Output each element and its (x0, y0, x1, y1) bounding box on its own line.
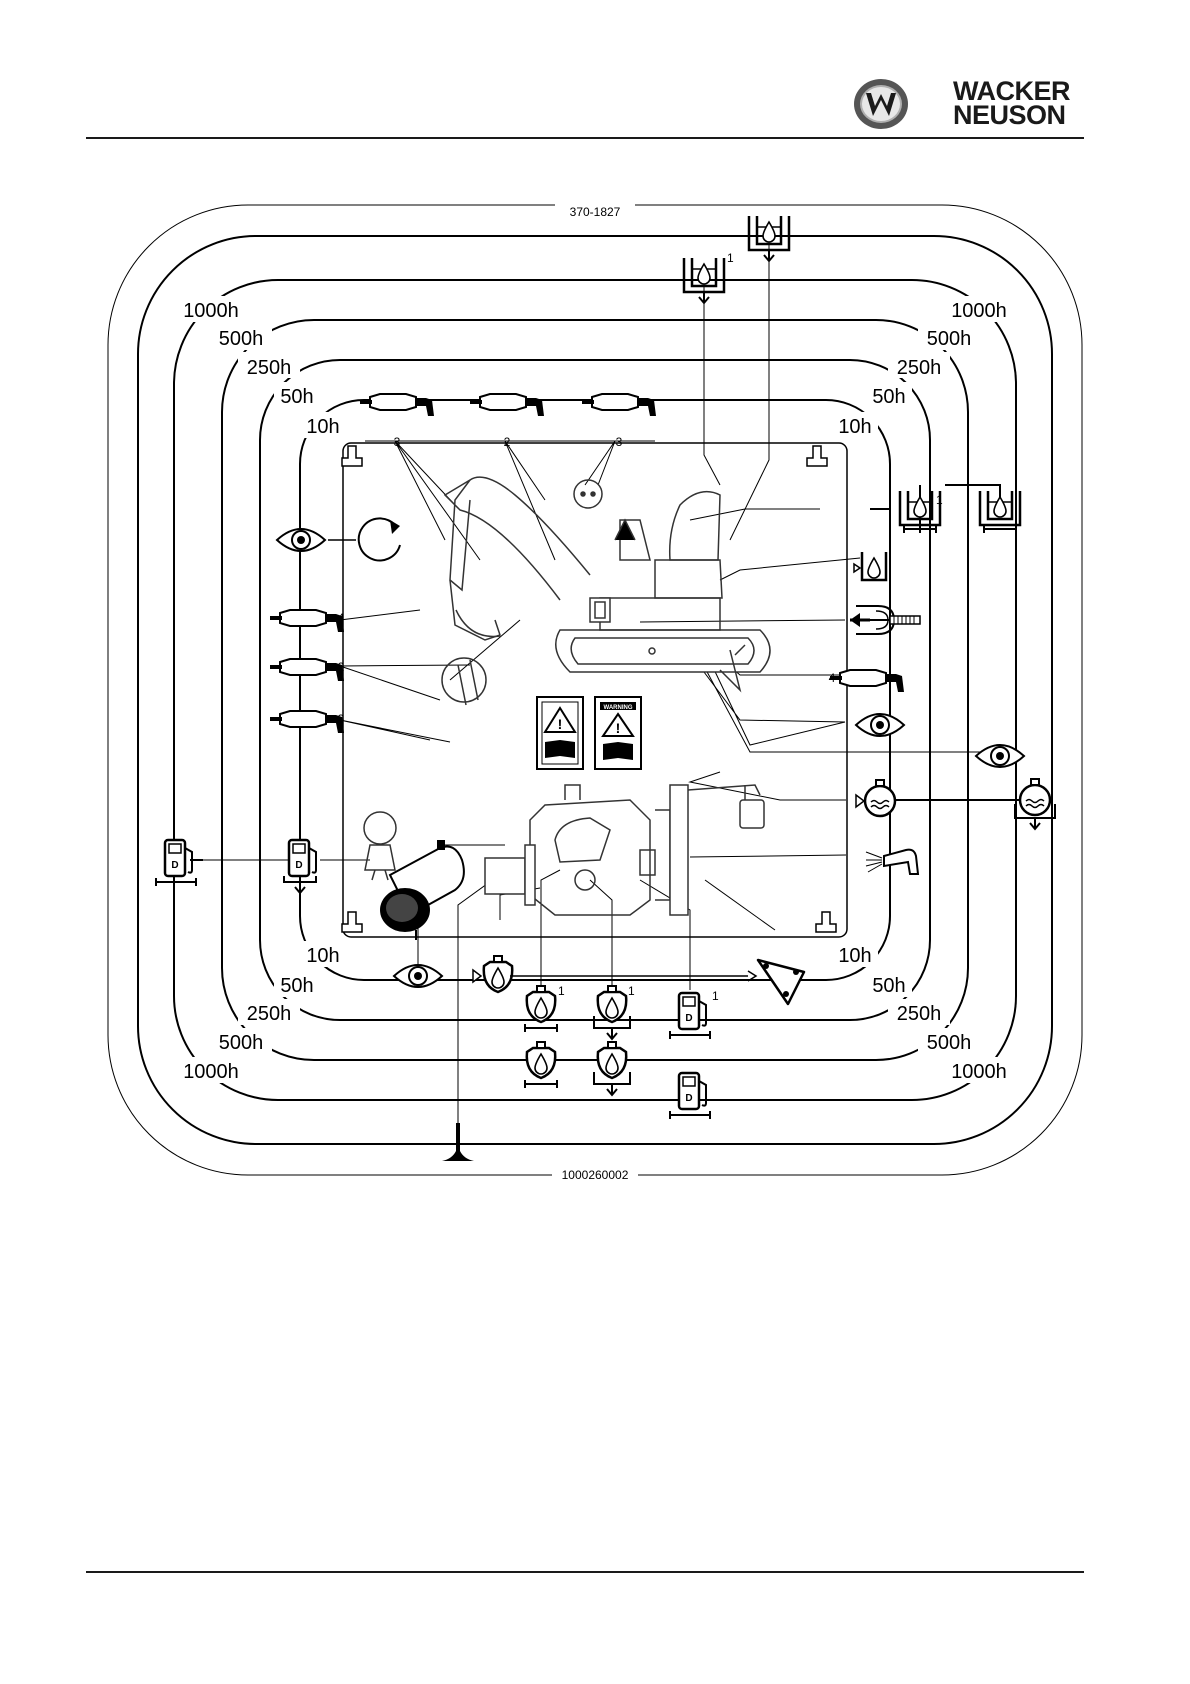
marker-1: 1 (558, 984, 565, 998)
engine-oil-icon (525, 986, 557, 1032)
visual-inspection-icon (856, 714, 904, 736)
warning-sign-icon: WARNING ! (595, 697, 641, 769)
label-50h-top-right: 50h (872, 386, 905, 408)
fuel-pump-icon (156, 840, 196, 886)
engine-drawing (485, 785, 764, 915)
hydraulic-tank-icon (980, 491, 1020, 533)
lube-points (342, 446, 836, 932)
ring-label-gaps (176, 198, 1014, 1182)
grease-gun-icon (270, 610, 344, 632)
coolant-drain-icon (1015, 779, 1055, 829)
marker-2: 2 (338, 660, 345, 674)
rotation-icon (359, 518, 400, 560)
label-1000h-top-left: 1000h (183, 300, 239, 322)
marker-2: 2 (504, 435, 511, 449)
label-10h-top-left: 10h (306, 416, 339, 438)
grease-gun-icon (830, 670, 904, 692)
label-50h-bottom-left: 50h (280, 975, 313, 997)
marker-1: 1 (727, 251, 734, 265)
fuel-pump-icon (670, 1073, 710, 1119)
grease-gun-icon (270, 659, 344, 681)
excavator-drawing (442, 477, 770, 705)
fuel-drain-icon (284, 840, 316, 893)
diagram-code-top: 370-1827 (570, 205, 621, 219)
label-10h-bottom-left: 10h (306, 945, 339, 967)
label-500h-top-right: 500h (927, 328, 972, 350)
svg-text:!: ! (616, 720, 621, 736)
engine-oil-icon (525, 1042, 557, 1088)
marker-4: 4 (829, 671, 836, 685)
dipstick-icon (442, 1123, 474, 1161)
label-250h-top-left: 250h (247, 357, 292, 379)
marker-3: 3 (338, 712, 345, 726)
engine-oil-icon (484, 956, 512, 992)
label-50h-bottom-right: 50h (872, 975, 905, 997)
label-250h-bottom-right: 250h (897, 1003, 942, 1025)
interval-labels: 1000h 1000h 500h 500h 250h 250h 50h 50h … (183, 300, 1007, 1083)
pointer-icon (856, 795, 864, 807)
hydraulic-tank-filler-icon (854, 552, 886, 580)
label-250h-top-right: 250h (897, 357, 942, 379)
marker-1: 1 (628, 984, 635, 998)
label-50h-top-left: 50h (280, 386, 313, 408)
label-500h-bottom-left: 500h (219, 1032, 264, 1054)
visual-inspection-icon (394, 965, 442, 987)
warning-sign-text: WARNING (604, 705, 633, 711)
fuel-drain-icon (670, 993, 710, 1039)
label-500h-bottom-right: 500h (927, 1032, 972, 1054)
marker-1: 1 (712, 989, 719, 1003)
engine-oil-drain-icon (594, 986, 630, 1039)
label-1000h-top-right: 1000h (951, 300, 1007, 322)
v-belt-icon (758, 960, 804, 1004)
svg-text:!: ! (558, 716, 563, 732)
label-1000h-bottom-right: 1000h (951, 1061, 1007, 1083)
spray-nozzle-icon (866, 850, 918, 874)
label-1000h-bottom-left: 1000h (183, 1061, 239, 1083)
ring-10h (300, 400, 890, 980)
air-filter-drawing (364, 812, 396, 880)
grease-gun-icon (360, 394, 434, 416)
grease-gun-icon (270, 711, 344, 733)
label-500h-top-left: 500h (219, 328, 264, 350)
hydraulic-tank-drain-icon (749, 216, 789, 261)
grease-gun-icon (470, 394, 544, 416)
marker-4: 4 (338, 611, 345, 625)
marker-3: 3 (394, 435, 401, 449)
label-10h-top-right: 10h (838, 416, 871, 438)
label-250h-bottom-left: 250h (247, 1003, 292, 1025)
warning-read-manual-icon: ! (537, 697, 583, 769)
label-10h-bottom-right: 10h (838, 945, 871, 967)
grease-gun-icon (582, 394, 656, 416)
engine-oil-drain-icon (594, 1042, 630, 1095)
marker-1: 1 (936, 493, 943, 507)
marker-3: 3 (616, 435, 623, 449)
visual-inspection-icon (277, 529, 325, 551)
diagram-code-bottom: 1000260002 (562, 1168, 629, 1182)
